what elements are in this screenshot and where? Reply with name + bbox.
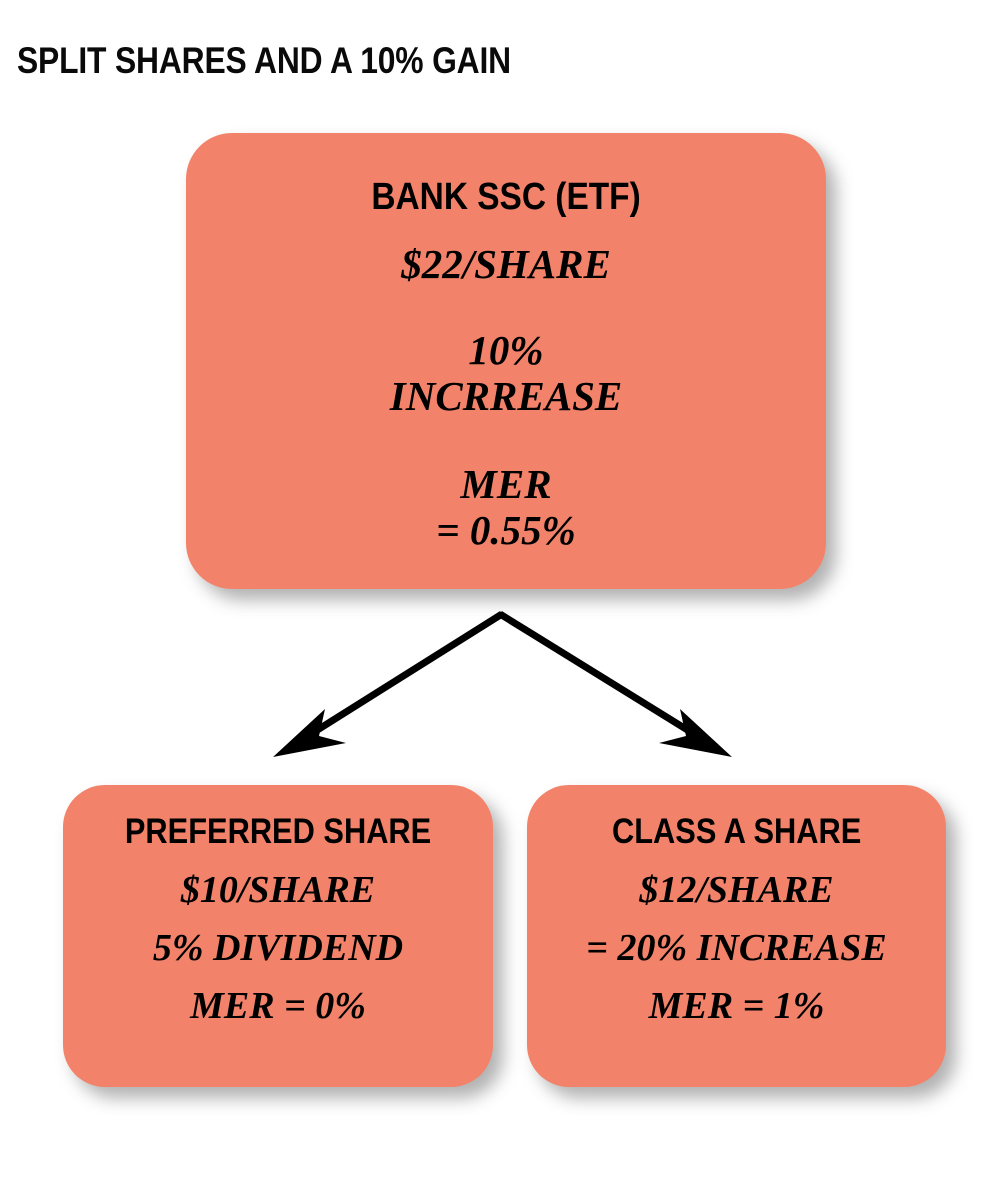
node-class-a-share-title: CLASS A SHARE xyxy=(611,812,862,851)
node-bank-ssc-etf-title: BANK SSC (ETF) xyxy=(371,176,641,218)
node-bank-ssc-etf-price-group: $22/SHARE xyxy=(401,241,611,287)
node-preferred-share-yield-group: 5% DIVIDEND xyxy=(153,927,403,969)
arrow-to-class-a-share xyxy=(498,611,732,757)
node-bank-ssc-etf-price: $22/SHARE xyxy=(401,241,611,287)
node-preferred-share-mer: MER = 0% xyxy=(190,985,366,1027)
node-bank-ssc-etf-mer-value: = 0.55% xyxy=(436,507,576,553)
node-bank-ssc-etf-change-value: 10% xyxy=(468,327,544,373)
node-bank-ssc-etf[interactable]: BANK SSC (ETF) $22/SHARE 10% INCRREASE M… xyxy=(186,133,826,589)
node-class-a-share-mer-group: MER = 1% xyxy=(649,985,825,1027)
node-bank-ssc-etf-mer-group: MER = 0.55% xyxy=(436,461,576,553)
node-bank-ssc-etf-change-group: 10% INCRREASE xyxy=(390,327,622,419)
node-preferred-share[interactable]: PREFERRED SHARE $10/SHARE 5% DIVIDEND ME… xyxy=(63,785,493,1087)
node-class-a-share-price-group: $12/SHARE xyxy=(639,869,833,911)
node-class-a-share-yield-group: = 20% INCREASE xyxy=(586,927,886,969)
arrow-to-preferred-share xyxy=(273,611,504,757)
node-class-a-share[interactable]: CLASS A SHARE $12/SHARE = 20% INCREASE M… xyxy=(527,785,946,1087)
node-preferred-share-price-group: $10/SHARE xyxy=(181,869,375,911)
node-preferred-share-price: $10/SHARE xyxy=(180,869,376,911)
node-bank-ssc-etf-mer-label: MER xyxy=(460,461,552,507)
node-preferred-share-yield: 5% DIVIDEND xyxy=(152,927,404,969)
node-class-a-share-mer: MER = 1% xyxy=(648,985,825,1027)
page-title: SPLIT SHARES AND A 10% GAIN xyxy=(17,40,511,81)
node-bank-ssc-etf-change-label: INCRREASE xyxy=(389,373,623,419)
node-class-a-share-price: $12/SHARE xyxy=(639,869,834,911)
node-class-a-share-yield: = 20% INCREASE xyxy=(586,927,887,969)
node-preferred-share-title: PREFERRED SHARE xyxy=(124,812,432,851)
node-preferred-share-mer-group: MER = 0% xyxy=(190,985,366,1027)
